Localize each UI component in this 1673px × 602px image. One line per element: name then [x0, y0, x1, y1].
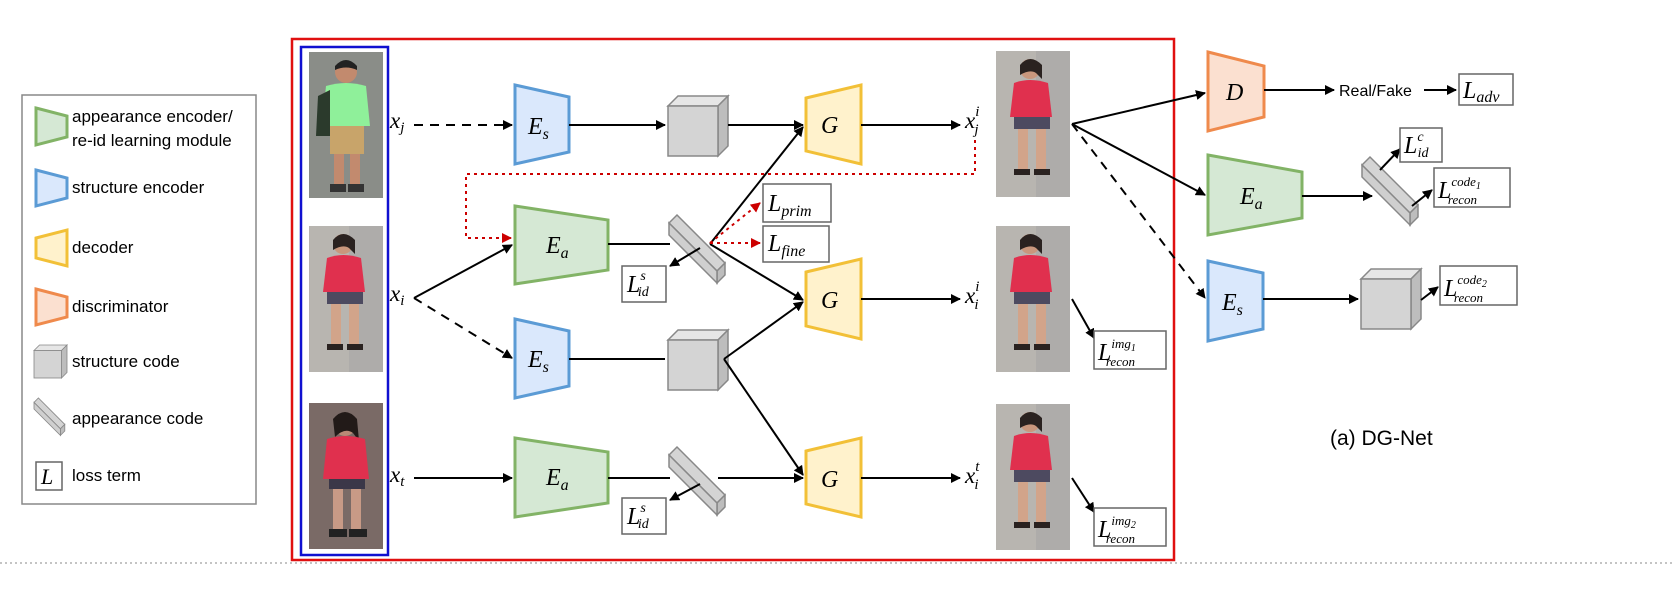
legend-label-loss-term: loss term: [72, 466, 141, 485]
structure-encoder-mid: [513, 317, 571, 400]
loss-code2-box: [1439, 265, 1518, 306]
structure-encoder-right: [1206, 259, 1265, 343]
input-image-xi: [309, 226, 383, 372]
arrow-xji-ea: [1071, 123, 1206, 196]
arrow-xi-ea: [413, 244, 513, 299]
label-xi: xi: [389, 281, 404, 309]
arrow-xii-limg1: [1071, 298, 1095, 339]
arrow-cube-g-bottom: [723, 358, 804, 476]
label-xt: xt: [389, 462, 405, 490]
legend-label-structure-code: structure code: [72, 352, 180, 371]
es-top-label: Es: [527, 114, 549, 143]
decoder-top-label: G: [821, 113, 838, 139]
ea-mid-label: Ea: [545, 233, 569, 262]
legend-structure-code-icon: [33, 344, 68, 379]
loss-prim: Lprim: [767, 191, 812, 220]
decoder-mid: [804, 257, 863, 341]
ea-right-label: Ea: [1239, 184, 1263, 213]
arrow-xji-es: [1071, 123, 1206, 299]
legend-label-discriminator: discriminator: [72, 297, 169, 316]
structure-code-mid: [667, 329, 729, 391]
structure-code-right: [1360, 268, 1422, 330]
es-mid-label: Es: [527, 347, 549, 376]
arrow-feedback-dotted: [465, 140, 976, 243]
decoder-top: [804, 83, 863, 166]
legend-label-appearance-code: appearance code: [72, 409, 203, 428]
input-image-xt: [309, 403, 383, 549]
loss-idc-box: [1399, 127, 1443, 163]
ea-bottom-label: Ea: [545, 465, 569, 494]
legend-appearance-encoder-icon: [34, 106, 69, 147]
legend-loss-symbol: L: [40, 464, 53, 489]
arrow-bar-lids-bottom: [669, 483, 701, 501]
loss-fine: Lfine: [767, 231, 805, 260]
loss-img1-box: [1093, 330, 1167, 370]
appearance-encoder-bottom: [513, 436, 610, 519]
arrow-xit-limg2: [1071, 477, 1095, 513]
output-image-xii: [996, 226, 1070, 372]
structure-encoder-top: [513, 83, 571, 166]
legend-label-decoder: decoder: [72, 238, 134, 257]
discriminator-label: D: [1225, 80, 1243, 106]
appearance-encoder-right: [1206, 153, 1304, 237]
loss-ids-bottom-box: [621, 497, 667, 535]
legend-discriminator-icon: [34, 287, 69, 327]
arrow-xji-d: [1071, 90, 1206, 125]
arrow-bar-g-top: [709, 126, 804, 245]
appearance-code-bottom: [668, 446, 726, 516]
decoder-mid-label: G: [821, 288, 838, 314]
loss-prim-box: [762, 183, 832, 223]
discriminator: [1206, 50, 1266, 133]
arrow-cube-lcode2: [1420, 286, 1439, 301]
arrow-lprim-dotted: [709, 202, 761, 244]
appearance-encoder-mid: [513, 204, 610, 286]
arrow-bar-g-mid: [709, 243, 804, 301]
arrow-bar-lids-mid: [669, 247, 701, 267]
structure-code-top: [667, 95, 729, 157]
loss-code1-box: [1433, 167, 1511, 208]
legend-loss-term-icon: [35, 461, 63, 491]
loss-img2-box: [1093, 507, 1167, 547]
input-image-xj: [309, 52, 383, 198]
loss-ids-mid-box: [621, 265, 667, 303]
real-fake-label: Real/Fake: [1339, 83, 1412, 100]
legend: appearance encoder/ re-id learning modul…: [21, 94, 257, 505]
arrow-bar-lidc: [1379, 148, 1401, 171]
arrow-xi-es: [413, 297, 513, 359]
decoder-bottom-label: G: [821, 467, 838, 493]
caption: (a) DG-Net: [1330, 427, 1433, 450]
legend-structure-encoder-icon: [34, 168, 69, 208]
loss-fine-box: [762, 225, 830, 263]
appearance-code-right: [1361, 156, 1419, 226]
arrow-bar-lcode1: [1411, 189, 1433, 207]
legend-label-appearance-2: re-id learning module: [72, 131, 232, 150]
loss-adv-box: [1458, 73, 1514, 106]
es-right-label: Es: [1221, 290, 1243, 319]
arrow-cube-g-mid: [723, 301, 804, 360]
main-frame: [290, 37, 1176, 562]
decoder-bottom: [804, 436, 863, 519]
loss-adv: Ladv: [1462, 78, 1500, 106]
label-xj: xj: [389, 108, 404, 136]
legend-label-appearance-1: appearance encoder/: [72, 107, 233, 126]
legend-label-structure-encoder: structure encoder: [72, 178, 205, 197]
output-image-xit: [996, 404, 1070, 550]
output-image-xji: [996, 51, 1070, 197]
input-frame: [299, 45, 390, 557]
legend-decoder-icon: [34, 228, 69, 268]
